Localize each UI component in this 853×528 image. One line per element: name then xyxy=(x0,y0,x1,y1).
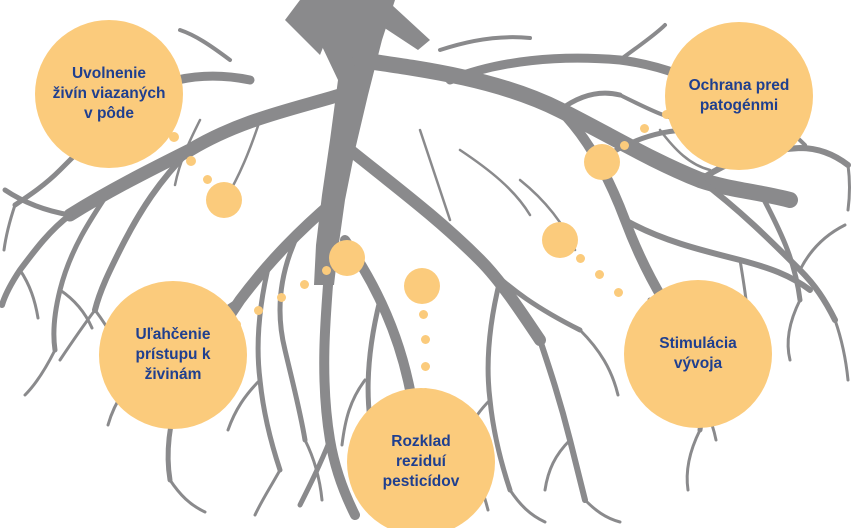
connector-dot xyxy=(576,254,585,263)
benefit-label: Uvolnenie živín viazaných v pôde xyxy=(53,64,166,123)
connector-dot xyxy=(542,222,578,258)
connector-dot xyxy=(300,280,309,289)
connector-dot xyxy=(640,124,649,133)
connector-dot xyxy=(584,144,620,180)
connector-dot xyxy=(595,270,604,279)
connector-dot xyxy=(322,266,331,275)
benefit-growth-stimulation: Stimulácia vývoja xyxy=(624,280,772,428)
benefit-pathogen-protection: Ochrana pred patogénmi xyxy=(665,22,813,170)
benefit-nutrient-access: Uľahčenie prístupu k živinám xyxy=(99,281,247,429)
connector-dot xyxy=(206,182,242,218)
connector-dot xyxy=(186,156,196,166)
benefit-nutrient-release: Uvolnenie živín viazaných v pôde xyxy=(35,20,183,168)
benefit-label: Ochrana pred patogénmi xyxy=(689,76,790,116)
benefit-label: Rozklad reziduí pesticídov xyxy=(383,432,460,491)
connector-dot xyxy=(329,240,365,276)
connector-dot xyxy=(421,335,430,344)
connector-dot xyxy=(404,268,440,304)
connector-dot xyxy=(254,306,263,315)
benefit-label: Uľahčenie prístupu k živinám xyxy=(136,325,211,384)
connector-dot xyxy=(620,141,629,150)
connector-dot xyxy=(277,293,286,302)
benefit-pesticide-breakdown: Rozklad reziduí pesticídov xyxy=(347,388,495,528)
connector-dot xyxy=(419,310,428,319)
connector-dot xyxy=(421,362,430,371)
trunk xyxy=(285,0,430,285)
connector-dot xyxy=(614,288,623,297)
connector-dot xyxy=(203,175,212,184)
benefit-label: Stimulácia vývoja xyxy=(659,334,737,374)
